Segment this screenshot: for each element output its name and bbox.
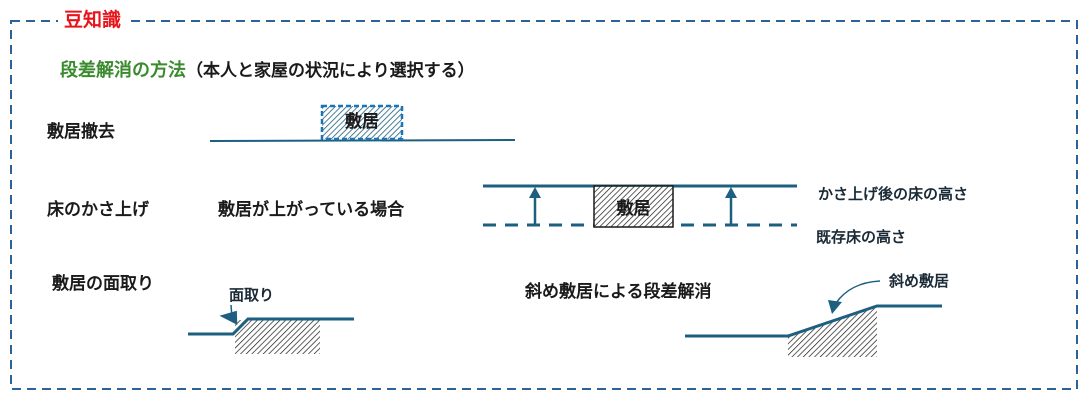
dashed-border — [10, 20, 1078, 390]
sloped-pointer-arrow — [828, 280, 881, 314]
method-label-chamfer: 敷居の面取り — [52, 274, 154, 294]
method-label-raise: 床のかさ上げ — [47, 200, 149, 220]
lower-line-label: 既存床の高さ — [816, 228, 907, 246]
raise-condition: 敷居が上がっている場合 — [218, 200, 405, 220]
upper-line-label: かさ上げ後の床の高さ — [818, 185, 969, 203]
floor-line — [209, 139, 516, 142]
raise-arrow-left — [529, 187, 541, 224]
mamechishiki-frame — [10, 20, 1078, 390]
sloped-profile-line — [685, 304, 942, 338]
threshold-box — [593, 185, 674, 228]
section-heading: 段差解消の方法（本人と家屋の状況により選択する） — [60, 59, 475, 83]
method-label-removal: 敷居撤去 — [47, 122, 115, 142]
removed-threshold-box — [320, 104, 404, 141]
heading-title: 段差解消の方法 — [60, 60, 186, 81]
removed-threshold-label: 敷居 — [345, 112, 379, 132]
method-label-sloped: 斜め敷居による段差解消 — [525, 282, 712, 302]
heading-subtitle: （本人と家屋の状況により選択する） — [186, 61, 475, 81]
sloped-callout: 斜め敷居 — [889, 272, 950, 290]
chamfer-callout: 面取り — [229, 286, 275, 304]
chamfer-profile-line — [188, 317, 320, 336]
threshold-label: 敷居 — [616, 199, 651, 219]
badge-title: 豆知識 — [58, 8, 128, 32]
chamfer-hatch — [235, 320, 320, 354]
sloped-threshold-hatch — [788, 306, 877, 357]
raise-arrow-right — [725, 187, 737, 224]
chamfer-pointer-arrow — [219, 304, 238, 325]
